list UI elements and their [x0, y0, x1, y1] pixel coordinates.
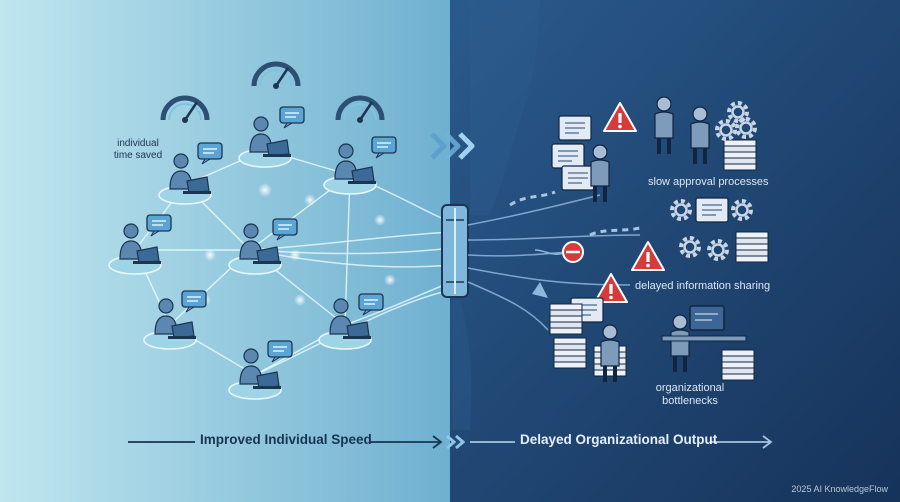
right-panel-shade: [470, 0, 540, 215]
chevron-arrows: [430, 132, 475, 160]
flow-arrow-icon: [532, 282, 548, 298]
right-panel-background: [450, 0, 900, 502]
left-panel-background: [0, 0, 450, 502]
blocked-icon: [562, 241, 584, 263]
desk-computer-icon: [661, 305, 747, 342]
bottom-arrow-left: [128, 435, 443, 449]
bottom-arrow-right: [470, 435, 773, 449]
individual-time-saved-label: individual time saved: [113, 138, 163, 161]
delayed-organizational-output-caption: Delayed Organizational Output: [520, 432, 718, 447]
broken-flow-path: [509, 190, 556, 207]
delayed-information-sharing-label: delayed information sharing: [635, 280, 771, 292]
organizational-bottlenecks-label: organizational bottlenecks: [655, 382, 725, 408]
central-connector: [441, 204, 469, 298]
improved-individual-speed-caption: Improved Individual Speed: [200, 432, 372, 447]
footer-credit: 2025 AI KnowledgeFlow: [791, 484, 888, 494]
bottom-chevrons: [446, 434, 466, 450]
slow-approval-label: slow approval processes: [648, 176, 769, 188]
